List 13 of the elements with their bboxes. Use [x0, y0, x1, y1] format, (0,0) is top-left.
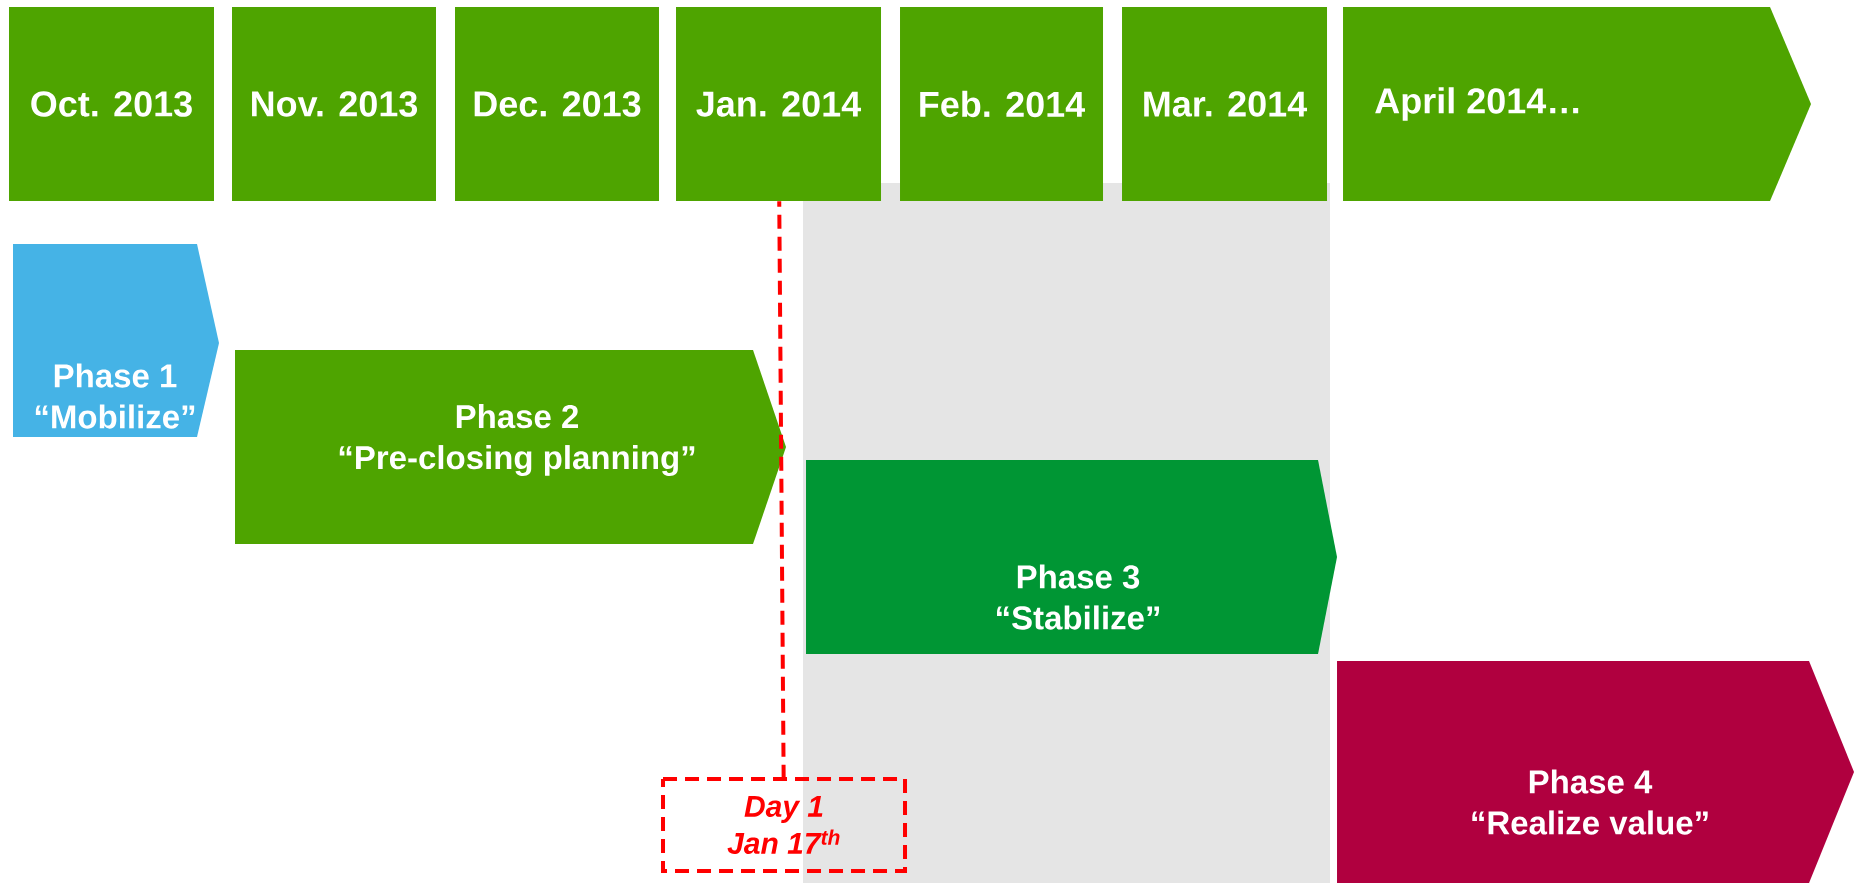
month-box: Nov. 2013 — [232, 7, 436, 201]
month-box: Oct. 2013 — [9, 7, 214, 201]
phase-banner: Phase 4 “Realize value” — [1337, 661, 1854, 883]
month-box: Dec. 2013 — [455, 7, 659, 201]
phase-banner: Phase 3 “Stabilize” — [806, 460, 1337, 654]
phase-banner: Phase 1 “Mobilize” — [13, 244, 219, 437]
month-box: Mar. 2014 — [1122, 7, 1327, 201]
date-callout: Day 1 Jan 17$^{th}$ — [661, 777, 907, 873]
month-banner: April 2014… — [1343, 7, 1812, 201]
phase-banner: Phase 2 “Pre-closing planning” — [235, 350, 786, 544]
month-box: Jan. 2014 — [676, 7, 881, 201]
leader-line — [777, 201, 786, 779]
month-box: Feb. 2014 — [900, 7, 1103, 201]
